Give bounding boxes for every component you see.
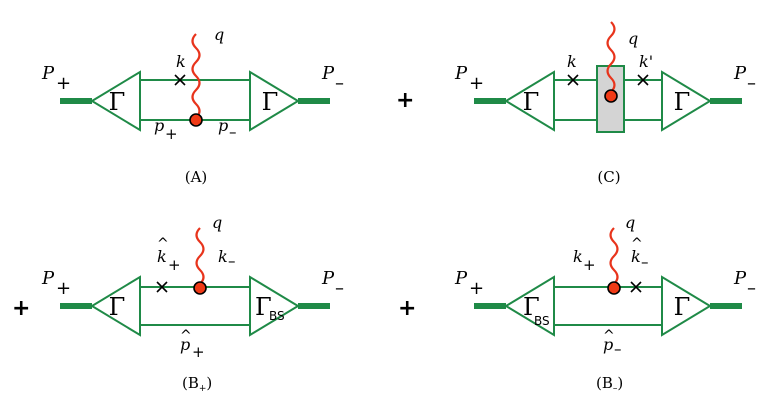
bs-subscript-bp: BS [269, 309, 285, 323]
label-P-minus-bp: P [321, 268, 335, 289]
caption-bm-close: ) [617, 374, 623, 392]
label-q-c: q [628, 29, 638, 48]
label-q-bm: q [625, 213, 635, 232]
photon-vertex-bm [607, 281, 621, 295]
cross-mark-bm-2 [630, 281, 642, 293]
label-k-plus-sign-bm: + [583, 256, 596, 274]
label-P-plus-a: P [41, 63, 55, 84]
left-vertex-triangle-a [90, 70, 141, 132]
left-vertex-triangle-bp [90, 275, 141, 337]
label-P-minus-c: P [733, 63, 747, 84]
gamma-right-c: Γ [674, 88, 691, 116]
caption-bm-main: (B [596, 374, 613, 392]
gamma-bs-bm: Γ [523, 293, 540, 321]
label-P-plus-sign-bm: + [469, 278, 484, 299]
diagram-b-minus: Γ BS Γ k + ^ k – q ^ p – P + P – (B–) [454, 213, 756, 394]
label-P-minus-sign-c: – [747, 73, 756, 94]
bs-subscript-bm: BS [534, 314, 550, 328]
gamma-right-a: Γ [262, 88, 279, 116]
left-vertex-triangle-c [504, 70, 555, 132]
cross-mark-a-2 [174, 74, 186, 86]
gamma-bs-bp: Γ [255, 293, 272, 321]
label-P-minus-sign-a: – [335, 73, 344, 94]
caption-a: (A) [185, 168, 208, 186]
label-k-a: k [176, 52, 186, 71]
cross-mark-c-left-2 [567, 74, 579, 86]
caption-bm: (B–) [596, 374, 623, 394]
label-P-plus-bp: P [41, 268, 55, 289]
label-p-minus-sign-a: – [229, 123, 237, 141]
label-P-plus-c: P [454, 63, 468, 84]
label-kprime-c: k' [639, 52, 653, 71]
plus-sign-3: + [398, 296, 416, 321]
label-p-hat-bp: p [180, 335, 190, 354]
diagram-b-plus: Γ Γ BS ^ k + k – q ^ p + P + P – (B+) [41, 213, 344, 394]
photon-bm [609, 227, 619, 285]
label-k-c: k [567, 52, 577, 71]
gamma-left-c: Γ [523, 88, 540, 116]
hat-p-bp: ^ [180, 328, 192, 344]
label-k-minus-sign-bm: – [641, 253, 649, 271]
label-P-plus-bm: P [454, 268, 468, 289]
label-P-plus-sign-c: + [469, 73, 484, 94]
label-q-bp: q [212, 213, 222, 232]
caption-bm-sub: – [613, 384, 618, 394]
cross-mark-c-right-2 [637, 74, 649, 86]
label-k-minus-bp: k [218, 247, 228, 266]
label-p-plus-sign-a: + [165, 125, 178, 143]
right-vertex-triangle-a [249, 70, 300, 132]
gamma-left-bp: Γ [109, 293, 126, 321]
label-k-plus-sign-bp: + [168, 256, 181, 274]
diagram-c: Γ Γ k k' q P + P – (C) [454, 21, 756, 186]
label-p-plus-sign-bp: + [192, 343, 205, 361]
photon-a [191, 33, 201, 119]
right-vertex-triangle-c [661, 70, 712, 132]
label-k-hat-bp: k [157, 247, 167, 266]
label-P-minus-sign-bm: – [747, 278, 756, 299]
left-bs-triangle-bm [504, 275, 555, 337]
caption-bp: (B+) [182, 374, 212, 394]
label-P-plus-sign-a: + [56, 73, 71, 94]
label-P-minus-sign-bp: – [335, 278, 344, 299]
photon-c [606, 21, 616, 93]
gamma-right-bm: Γ [674, 293, 691, 321]
label-q-a: q [214, 25, 224, 44]
label-k-minus-sign-bp: – [228, 252, 236, 270]
plus-sign-1: + [396, 88, 414, 113]
hat-p-bm: ^ [603, 328, 615, 344]
photon-vertex-bp [193, 281, 207, 295]
caption-c: (C) [597, 168, 620, 186]
label-k-plus-bm: k [573, 247, 583, 266]
caption-bp-main: (B [182, 374, 199, 392]
plus-sign-2: + [12, 296, 30, 321]
label-P-minus-bm: P [733, 268, 747, 289]
label-p-minus-sign-bm: – [614, 340, 622, 358]
hat-k-bm: ^ [631, 236, 643, 252]
caption-bp-sub: + [199, 384, 207, 394]
caption-bp-close: ) [206, 374, 212, 392]
label-P-plus-sign-bp: + [56, 278, 71, 299]
diagram-a: Γ Γ k q p + p – P + P – (A) [41, 25, 344, 186]
right-bs-triangle-bp [249, 275, 300, 337]
cross-mark-bp-2 [156, 281, 168, 293]
gamma-left-a: Γ [109, 88, 126, 116]
label-P-minus-a: P [321, 63, 335, 84]
label-p-plus-a: p [154, 116, 164, 135]
hat-k-bp: ^ [157, 236, 169, 252]
photon-vertex-a [189, 113, 203, 127]
right-vertex-triangle-bm [661, 275, 712, 337]
photon-vertex-c [604, 89, 618, 103]
label-p-minus-a: p [218, 116, 228, 135]
label-p-hat-bm: p [603, 335, 613, 354]
label-k-hat-minus-bm: k [631, 247, 641, 266]
photon-bp [195, 227, 205, 285]
